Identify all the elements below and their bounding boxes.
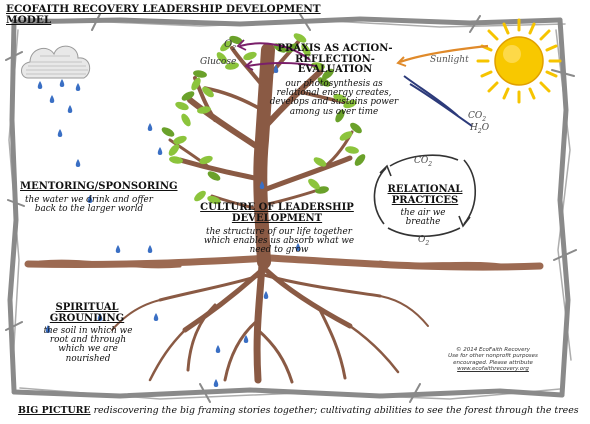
leaf <box>173 135 187 145</box>
relational-heading: RELATIONAL PRACTICES <box>387 184 463 206</box>
spiritual-heading: SPIRITUAL GROUNDING <box>49 302 125 324</box>
mentoring-heading: MENTORING/SPONSORING <box>20 181 178 192</box>
relational-body: the air we breathe <box>400 208 446 228</box>
leaf <box>175 101 189 111</box>
leaf <box>293 33 307 43</box>
cloud-icon <box>21 45 91 79</box>
leaf <box>168 144 180 156</box>
leaf <box>335 109 345 123</box>
leaf <box>181 91 195 101</box>
water-drop <box>153 313 159 321</box>
page-title: ECOFAITH RECOVERY LEADERSHIP DEVELOPMENT… <box>6 3 321 27</box>
water-drop <box>87 195 93 203</box>
leaf <box>197 106 211 114</box>
leaf <box>181 113 191 127</box>
sunlight-arrow <box>396 44 489 67</box>
water-drop <box>75 159 81 167</box>
leaf <box>202 86 214 98</box>
water-drop <box>213 379 219 387</box>
relational-cycle-arrows <box>373 154 476 238</box>
h2o-label: H2O <box>470 123 490 135</box>
leaf <box>216 52 228 64</box>
praxis-heading: PRAXIS AS ACTION-REFLECTION-EVALUATION <box>277 43 393 75</box>
co2-cycle-label: CO2 <box>414 156 433 168</box>
leaf <box>333 93 347 103</box>
water-drops <box>37 65 301 387</box>
culture-heading: CULTURE OF LEADERSHIP DEVELOPMENT <box>200 202 354 224</box>
water-drop <box>147 245 153 253</box>
spiritual-body: the soil in which we root and through wh… <box>43 326 133 364</box>
leaf <box>199 155 213 165</box>
water-drop <box>49 95 55 103</box>
tree-trunk <box>168 40 354 269</box>
mentoring-body: the water we drink and offer back to the… <box>25 195 153 215</box>
leaf <box>243 51 257 61</box>
culture-body: the structure of our life together which… <box>203 227 355 256</box>
copyright-note: © 2014 EcoFaith Recovery Use for other n… <box>448 347 538 372</box>
tree-leaves <box>161 33 366 205</box>
co2-right-label: CO2 <box>468 111 487 123</box>
water-drop <box>259 181 265 189</box>
leaf <box>285 43 299 53</box>
leaf <box>308 178 320 190</box>
leaf <box>311 62 325 70</box>
leaf <box>322 68 334 80</box>
water-drop <box>115 245 121 253</box>
leaf <box>207 171 221 181</box>
water-drop <box>67 105 73 113</box>
leaf <box>191 77 201 91</box>
leaf <box>317 77 331 87</box>
water-drop <box>75 83 81 91</box>
sun-icon <box>476 18 562 104</box>
water-drop <box>295 243 301 251</box>
leaf <box>207 195 221 205</box>
water-drop <box>97 313 103 321</box>
leaf <box>229 35 243 45</box>
water-drop <box>157 147 163 155</box>
leaf <box>343 99 357 109</box>
leaf <box>354 154 366 166</box>
water-drop <box>147 123 153 131</box>
leaf <box>350 122 362 134</box>
water-drop <box>59 79 65 87</box>
water-drop <box>263 291 269 299</box>
glucose-label: Glucose <box>200 57 237 67</box>
leaf <box>194 190 206 202</box>
leaf <box>345 146 359 154</box>
leaf <box>313 157 327 167</box>
water-drop <box>273 65 279 73</box>
water-drop <box>37 81 43 89</box>
water-drop <box>243 335 249 343</box>
sunlight-label: Sunlight <box>430 55 469 65</box>
o2-top-label: O2 <box>224 39 237 52</box>
water-drop <box>215 345 221 353</box>
frame-border <box>5 13 577 403</box>
water-drop <box>57 129 63 137</box>
big-picture-line: BIG PICTURE rediscovering the big framin… <box>18 405 579 416</box>
co2-h2o-arrows <box>403 75 473 127</box>
glucose-arrow <box>244 60 317 71</box>
o2-arrow <box>236 39 311 61</box>
leaf <box>161 127 175 137</box>
water-drop <box>45 325 51 333</box>
tree-roots <box>111 260 429 384</box>
o2-cycle-label: O2 <box>418 235 430 247</box>
leaf <box>225 62 239 70</box>
leaf <box>169 156 183 164</box>
leaf <box>339 131 353 141</box>
leaf <box>220 40 232 52</box>
leaf <box>193 70 207 78</box>
praxis-body: our photosynthesis as relational energy … <box>269 79 399 117</box>
leaf <box>301 43 311 57</box>
